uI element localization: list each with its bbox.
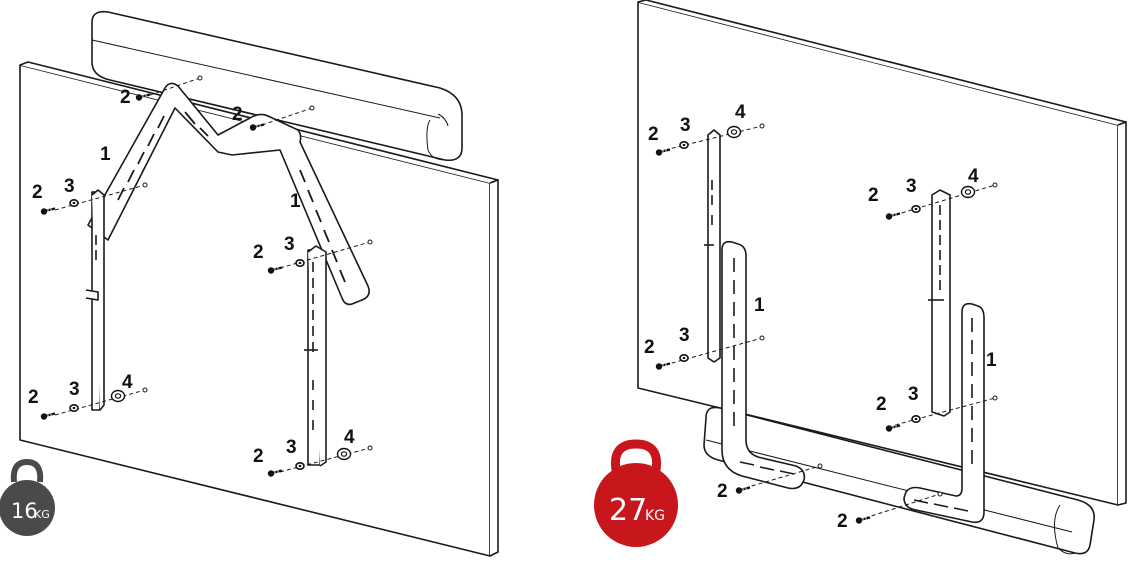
callout-screw: 2	[837, 511, 848, 532]
kettlebell-body	[0, 480, 55, 536]
weight-value: 16	[11, 499, 38, 523]
washer-icon	[911, 205, 921, 213]
left-callouts: 2 2 1 1 2 3 2 3 2 3 4 2 3 4	[28, 87, 355, 467]
callout-washer: 3	[679, 325, 690, 346]
right-rail-right	[928, 189, 951, 417]
washer-icon	[69, 403, 79, 413]
callout-bracket: 1	[754, 295, 765, 316]
screw-icon	[854, 515, 872, 525]
callout-screw: 2	[120, 87, 131, 108]
callout-washer: 3	[286, 437, 297, 458]
callout-screw: 2	[717, 481, 728, 502]
washer-icon	[911, 414, 921, 424]
right-weight-badge: 27 KG	[594, 439, 678, 547]
callout-screw: 2	[253, 242, 264, 263]
left-rail-left	[85, 189, 105, 411]
kettlebell-icon	[10, 458, 44, 483]
spacer-icon	[336, 447, 352, 461]
washer-icon	[295, 258, 305, 268]
left-assembly	[19, 10, 499, 557]
callout-washer: 3	[908, 384, 919, 405]
screw-icon	[734, 485, 752, 495]
weight-unit: KG	[34, 508, 50, 521]
left-soundbar	[91, 10, 463, 162]
callout-bracket: 1	[100, 144, 111, 165]
callout-screw: 2	[868, 185, 879, 206]
right-bracket-right	[903, 302, 985, 524]
right-callouts: 2 3 4 2 3 4 1 2 3 1 2 3 2 2	[644, 102, 997, 532]
callout-screw: 2	[32, 182, 43, 203]
washer-icon	[69, 199, 79, 207]
washer-icon	[295, 461, 305, 471]
callout-screw: 2	[253, 446, 264, 467]
callout-spacer: 4	[344, 427, 355, 448]
callout-spacer: 4	[735, 102, 746, 123]
kettlebell-body	[594, 463, 678, 547]
callout-screw: 2	[232, 104, 243, 125]
callout-washer: 3	[680, 115, 691, 136]
callout-bracket: 1	[986, 350, 997, 371]
callout-washer: 3	[906, 176, 917, 197]
left-holes	[142, 75, 373, 451]
washer-icon	[679, 141, 689, 149]
weight-unit: KG	[645, 508, 665, 524]
spacer-icon	[726, 125, 742, 139]
callout-bracket: 1	[290, 191, 301, 212]
left-rail-right	[304, 245, 327, 467]
callout-screw: 2	[28, 387, 39, 408]
callout-screw: 2	[648, 124, 659, 145]
right-holes	[759, 123, 998, 497]
washer-icon	[679, 353, 689, 363]
callout-spacer: 4	[968, 166, 979, 187]
right-tv-panel	[637, 0, 1127, 506]
callout-screw: 2	[644, 337, 655, 358]
weight-value: 27	[609, 493, 647, 528]
callout-washer: 3	[69, 379, 80, 400]
left-fixing-lines	[54, 77, 371, 473]
kettlebell-icon	[610, 439, 662, 471]
callout-screw: 2	[876, 394, 887, 415]
left-weight-badge: 16 KG	[0, 458, 55, 536]
right-soundbar	[703, 406, 1095, 555]
callout-washer: 3	[64, 176, 75, 197]
spacer-icon	[960, 185, 976, 199]
right-bracket-left	[721, 240, 806, 490]
right-assembly	[637, 0, 1127, 555]
callout-spacer: 4	[122, 372, 133, 393]
right-rail-left	[704, 129, 721, 363]
callout-washer: 3	[284, 234, 295, 255]
